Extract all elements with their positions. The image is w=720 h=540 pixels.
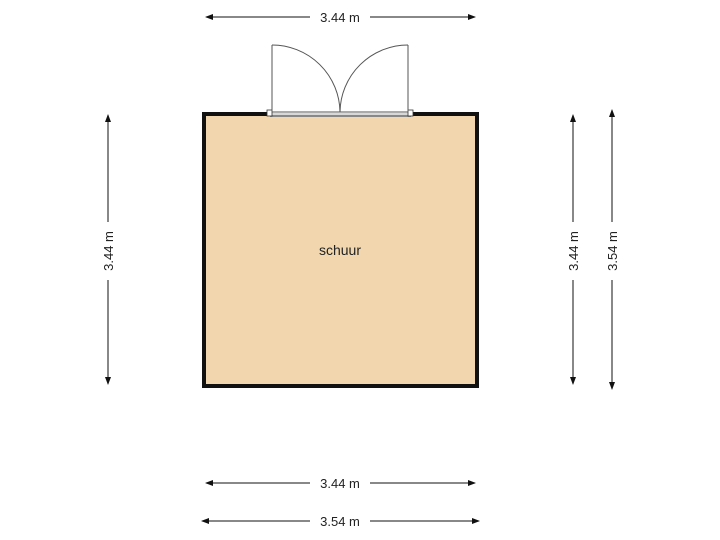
dimension-right-outer-label: 3.54 m: [605, 231, 620, 271]
dimension-right-inner-label: 3.44 m: [566, 231, 581, 271]
dimension-left: 3.44 m: [101, 114, 116, 385]
door-swing-left: [271, 44, 341, 113]
room-floor: [202, 112, 479, 388]
dimension-top: 3.44 m: [205, 10, 476, 25]
dimension-right-outer: 3.54 m: [605, 109, 620, 390]
dimension-bottom-outer-label: 3.54 m: [320, 514, 360, 529]
dimension-left-label: 3.44 m: [101, 231, 116, 271]
door-jamb-left: [266, 109, 273, 117]
dimension-top-label: 3.44 m: [320, 10, 360, 25]
dimension-right-inner: 3.44 m: [566, 114, 581, 385]
double-door: [266, 44, 414, 117]
dimension-bottom-outer: 3.54 m: [201, 514, 480, 529]
door-jamb-right: [407, 109, 414, 117]
dimension-bottom-inner-label: 3.44 m: [320, 476, 360, 491]
room-schuur: schuur: [202, 112, 479, 388]
dimension-bottom-inner: 3.44 m: [205, 476, 476, 491]
room-label: schuur: [319, 242, 361, 258]
door-swing-right: [339, 44, 409, 113]
